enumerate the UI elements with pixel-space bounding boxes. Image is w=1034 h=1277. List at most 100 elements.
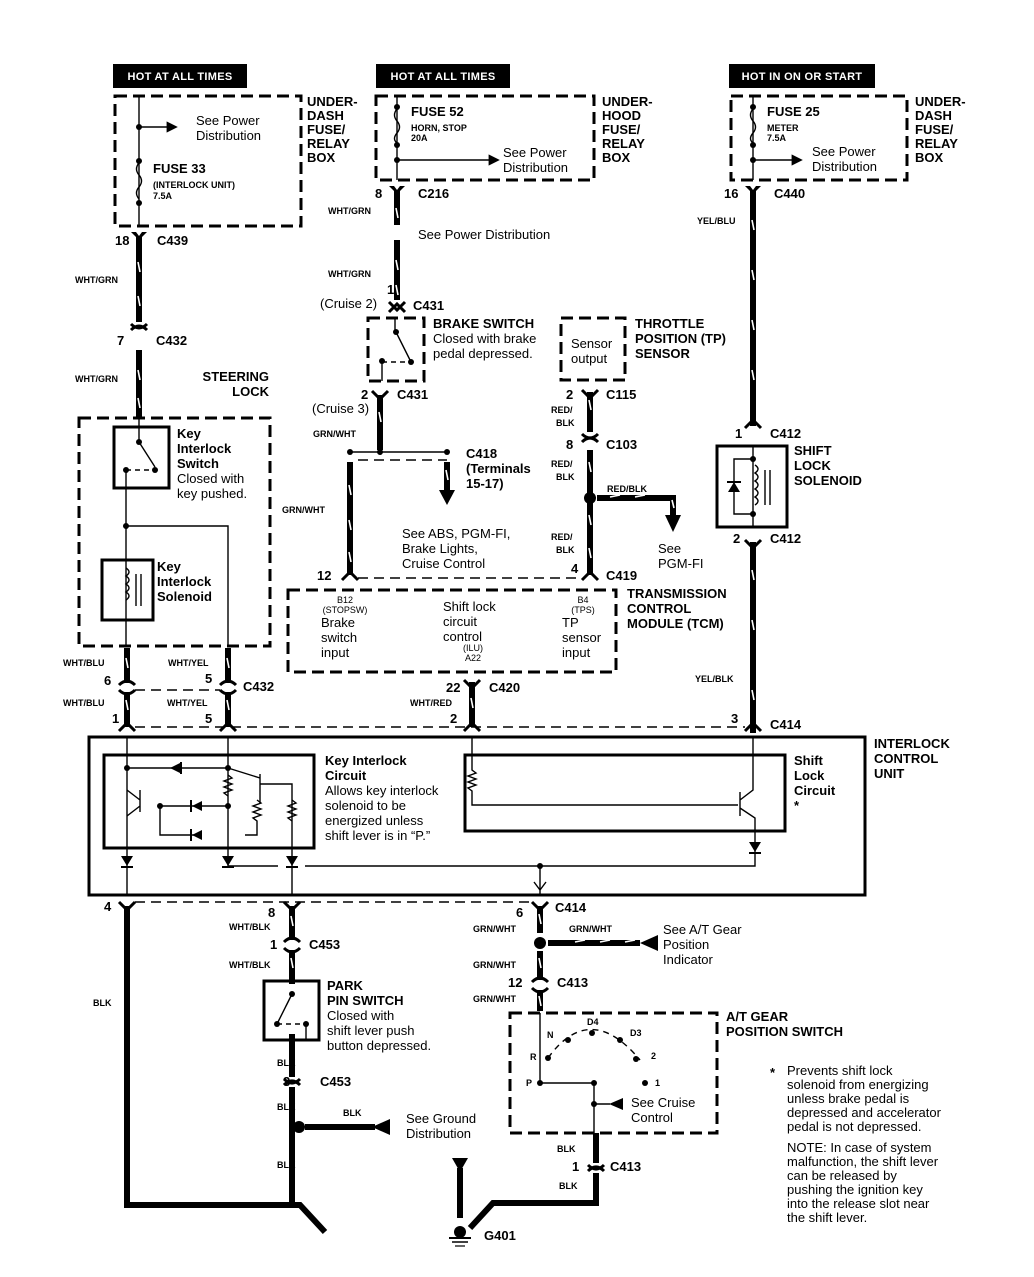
arrow-left-icon: [372, 1119, 390, 1135]
see-power-text: Distribution: [812, 159, 877, 174]
see-pgmfi-ref: See: [658, 541, 681, 556]
fuse-box-underdash-right: FUSE 25 METER 7.5A See Power Distributio…: [724, 94, 966, 201]
see-ground-ref: Distribution: [406, 1126, 471, 1141]
wire-color-label: WHT/GRN: [328, 206, 371, 216]
component-label: Key: [157, 559, 182, 574]
gear-position-label: N: [547, 1030, 554, 1040]
wire-labels: WHT/GRN WHT/GRN WHT/GRN WHT/GRN GRN/WHT …: [63, 206, 736, 1191]
connector-note: 15-17): [466, 476, 504, 491]
wire-color-label: GRN/WHT: [313, 429, 356, 439]
pin-number: 4: [104, 899, 112, 914]
component-label: STEERING: [203, 369, 269, 384]
pin-number: 16: [724, 186, 738, 201]
see-power-text: See Power: [812, 144, 876, 159]
wire-color-label: BLK: [93, 998, 112, 1008]
component-label: Circuit: [794, 783, 836, 798]
component-label: LOCK: [794, 458, 831, 473]
pin-number: 2: [733, 531, 740, 546]
connector-label: C414: [770, 717, 802, 732]
connector-note: (Cruise 3): [312, 401, 369, 416]
connector-label: C115: [606, 387, 636, 402]
pin-number: 3: [731, 711, 738, 726]
component-label: Key Interlock: [325, 753, 407, 768]
wire-color-label: WHT/BLU: [63, 698, 105, 708]
tcm-input-label: input: [562, 645, 591, 660]
connector-label: C414: [555, 900, 587, 915]
component-label: LOCK: [232, 384, 269, 399]
fuse-box-label: RELAY: [915, 136, 958, 151]
wire-stripes: [125, 207, 755, 1007]
tcm-output-label: Shift lock: [443, 599, 496, 614]
pin-number: 8: [566, 437, 573, 452]
connector-label: C453: [309, 937, 340, 952]
power-header-label: HOT AT ALL TIMES: [127, 71, 232, 83]
note-text: NOTE: In case of system: [787, 1140, 932, 1155]
fuse-icon: [749, 108, 757, 144]
connector-label: C440: [774, 186, 805, 201]
gear-position-label: R: [530, 1052, 537, 1062]
pin-number: 5: [205, 671, 212, 686]
component-label: Lock: [794, 768, 825, 783]
component-label: CONTROL: [874, 751, 938, 766]
fuse-box-label: BOX: [307, 150, 336, 165]
fuse-label: FUSE 33: [153, 161, 206, 176]
component-desc: button depressed.: [327, 1038, 431, 1053]
terminal-code: (STOPSW): [323, 605, 368, 615]
component-label: Switch: [177, 456, 219, 471]
power-header-left: HOT AT ALL TIMES: [113, 64, 247, 88]
terminal-code: B12: [337, 595, 353, 605]
pin-number: 3: [283, 1074, 290, 1089]
key-interlock-circuit: [102, 753, 316, 850]
wire-color-label: WHT/BLK: [229, 960, 271, 970]
component-label: SENSOR: [635, 346, 691, 361]
pin-number: 1: [387, 282, 394, 297]
component-label: POSITION (TP): [635, 331, 726, 346]
see-abs-ref: Cruise Control: [402, 556, 485, 571]
connector-label: C413: [557, 975, 588, 990]
wire-color-label: BLK: [277, 1102, 296, 1112]
tcm-output-label: control: [443, 629, 482, 644]
interlock-control-unit: INTERLOCK CONTROL UNIT Key Interlock Cir…: [87, 735, 950, 897]
pin-number: 12: [508, 975, 522, 990]
footnote-text: pedal is not depressed.: [787, 1119, 921, 1134]
fuse-box-label: UNDER-: [602, 94, 653, 109]
wire-color-label: YEL/BLK: [695, 674, 734, 684]
wire-color-label: BLK: [343, 1108, 362, 1118]
tcm-input-label: TP: [562, 615, 579, 630]
gear-position-label: D4: [587, 1017, 599, 1027]
wire-color-label: WHT/RED: [410, 698, 452, 708]
gear-position-label: P: [526, 1078, 532, 1088]
wire-color-label: BLK: [556, 545, 575, 555]
connector-label: C413: [610, 1159, 641, 1174]
note-text: malfunction, the shift lever: [787, 1154, 939, 1169]
at-gear-position-switch: P R N D4 D3 2 1 See Cruise Control A/T G…: [508, 1009, 843, 1135]
footnote-text: unless brake pedal is: [787, 1091, 910, 1106]
connector-label: C412: [770, 426, 801, 441]
connector-label: C412: [770, 531, 801, 546]
component-desc: key pushed.: [177, 486, 247, 501]
see-ground-ref: See Ground: [406, 1111, 476, 1126]
connector-label: C431: [397, 387, 428, 402]
connector-label: C432: [243, 679, 274, 694]
fuse-box-label: FUSE/: [307, 122, 346, 137]
tcm-input-label: switch: [321, 630, 357, 645]
splice: [534, 937, 546, 949]
footnote-text: solenoid from energizing: [787, 1077, 929, 1092]
fuse-desc: (INTERLOCK UNIT): [153, 180, 235, 190]
component-label: Circuit: [325, 768, 367, 783]
arrow-left-icon: [609, 1098, 623, 1110]
wire-color-label: WHT/BLK: [229, 922, 271, 932]
connector-label: C419: [606, 568, 637, 583]
pin-number: 2: [566, 387, 573, 402]
component-label: INTERLOCK: [874, 736, 950, 751]
component-desc: Closed with: [327, 1008, 394, 1023]
fuse-box-label: DASH: [307, 108, 344, 123]
wire-color-label: GRN/WHT: [473, 960, 516, 970]
footnotes: * Prevents shift lock solenoid from ener…: [770, 1063, 942, 1225]
pin-number: 22: [446, 680, 460, 695]
fuse-box-label: BOX: [915, 150, 944, 165]
component-desc: energized unless: [325, 813, 424, 828]
shift-lock-solenoid: SHIFT LOCK SOLENOID: [715, 443, 862, 529]
brake-switch: BRAKE SWITCH Closed with brake pedal dep…: [366, 316, 536, 383]
wire-blk: [467, 1133, 599, 1231]
